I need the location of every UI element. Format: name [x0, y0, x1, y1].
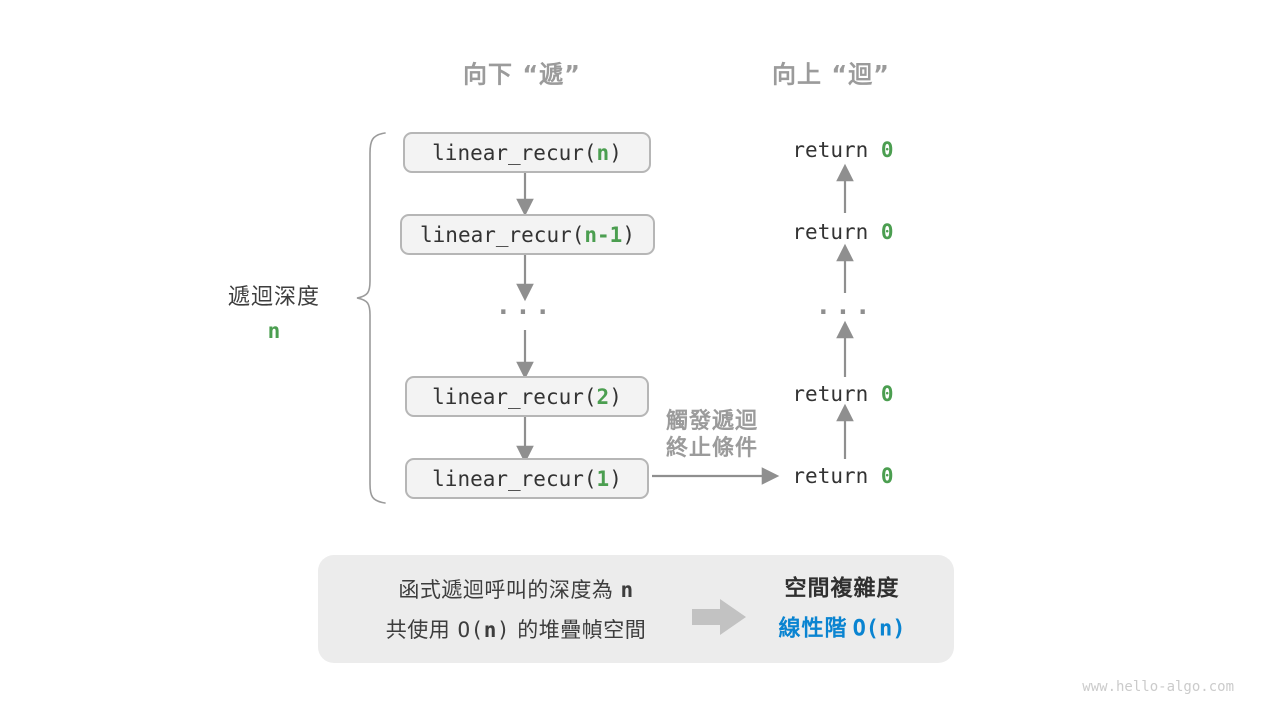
depth-brace: [356, 132, 386, 504]
return-statement-4: return 0: [792, 464, 893, 488]
summary-line1-text: 函式遞迴呼叫的深度為: [398, 578, 614, 602]
call-code-close: ): [622, 222, 635, 247]
call-code-close: ): [609, 384, 622, 409]
call-arg: 1: [596, 466, 610, 491]
summary-line2-code-close: ): [496, 618, 511, 642]
return-keyword: return: [792, 138, 881, 162]
call-code: linear_recur(: [432, 466, 597, 491]
summary-right-text: 空間複雜度 線性階 O(n): [778, 570, 905, 651]
summary-line2-code-open: O(: [457, 618, 484, 642]
return-value: 0: [880, 138, 894, 162]
call-arg: n: [596, 140, 610, 165]
call-arg: 2: [596, 384, 610, 409]
call-box-n: linear_recur(n): [403, 132, 651, 173]
return-value: 0: [880, 382, 894, 406]
call-code: linear_recur(: [432, 140, 597, 165]
termination-note-line1: 觸發遞迴: [665, 409, 759, 434]
return-statement-1: return 0: [792, 138, 893, 162]
call-code-close: ): [609, 466, 622, 491]
call-code: linear_recur(: [432, 384, 597, 409]
header-recurse-down: 向下 “遞”: [463, 60, 581, 89]
return-keyword: return: [792, 382, 881, 406]
return-value: 0: [880, 464, 894, 488]
return-statement-2: return 0: [792, 220, 893, 244]
call-arg: n-1: [584, 222, 623, 247]
return-value: 0: [880, 220, 894, 244]
summary-line2-pre: 共使用: [385, 618, 451, 642]
summary-line1-highlight: n: [620, 578, 634, 602]
return-keyword: return: [792, 220, 881, 244]
watermark: www.hello-algo.com: [1082, 679, 1234, 695]
depth-value: n: [267, 319, 281, 343]
summary-line2-post: 的堆疊幀空間: [517, 618, 647, 642]
call-code: linear_recur(: [420, 222, 585, 247]
return-statement-3: return 0: [792, 382, 893, 406]
summary-line2-highlight: n: [483, 618, 497, 642]
block-arrow-right-icon: [692, 599, 746, 635]
termination-note-line2: 終止條件: [665, 436, 759, 461]
result-label: 線性階: [778, 616, 848, 642]
depth-label: 遞迴深度: [227, 285, 321, 310]
space-complexity-title: 空間複雜度: [784, 576, 900, 602]
call-box-1: linear_recur(1): [405, 458, 649, 499]
up-column-ellipsis: ...: [815, 291, 875, 321]
result-code: O(n): [852, 616, 906, 642]
call-code-close: ): [609, 140, 622, 165]
down-column-ellipsis: ...: [495, 291, 555, 321]
summary-left-text: 函式遞迴呼叫的深度為 n 共使用 O(n) 的堆疊幀空間: [386, 570, 646, 650]
summary-line1: 函式遞迴呼叫的深度為 n: [386, 570, 646, 610]
header-return-up: 向上 “迴”: [772, 60, 890, 89]
summary-panel: 函式遞迴呼叫的深度為 n 共使用 O(n) 的堆疊幀空間 空間複雜度 線性階 O…: [318, 555, 954, 663]
space-complexity-result: 線性階 O(n): [778, 610, 905, 651]
call-box-n-1: linear_recur(n-1): [400, 214, 655, 255]
summary-line2: 共使用 O(n) 的堆疊幀空間: [386, 610, 646, 650]
call-box-2: linear_recur(2): [405, 376, 649, 417]
return-keyword: return: [792, 464, 881, 488]
